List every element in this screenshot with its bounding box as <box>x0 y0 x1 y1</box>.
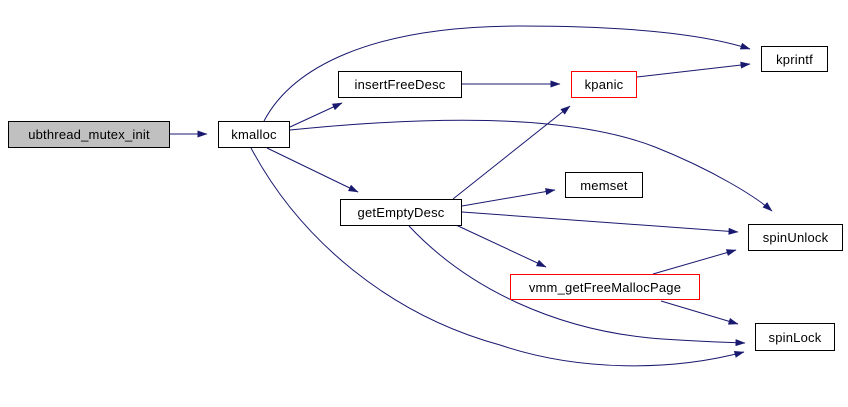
node-memset[interactable]: memset <box>565 172 643 198</box>
edge-kmalloc-kprintf <box>263 25 751 122</box>
edge-kmalloc-insertFreeDesc <box>289 102 343 128</box>
node-kprintf[interactable]: kprintf <box>761 46 828 72</box>
node-spinLock[interactable]: spinLock <box>755 323 835 351</box>
edge-vmm_getFreeMallocPage-spinUnlock <box>652 249 737 275</box>
edge-kmalloc-spinLock <box>250 147 745 367</box>
edge-vmm_getFreeMallocPage-spinLock <box>660 300 739 325</box>
node-getEmptyDesc[interactable]: getEmptyDesc <box>340 199 462 226</box>
edge-getEmptyDesc-memset <box>461 188 556 207</box>
edge-kmalloc-getEmptyDesc <box>266 147 359 193</box>
edge-getEmptyDesc-kpanic <box>452 105 571 200</box>
node-ubthread_mutex_init: ubthread_mutex_init <box>8 121 170 148</box>
node-kmalloc[interactable]: kmalloc <box>218 121 290 148</box>
node-kpanic[interactable]: kpanic <box>571 71 637 98</box>
node-spinUnlock[interactable]: spinUnlock <box>748 224 843 251</box>
edge-kmalloc-spinUnlock <box>289 119 773 212</box>
node-insertFreeDesc[interactable]: insertFreeDesc <box>338 71 462 98</box>
edge-getEmptyDesc-spinUnlock <box>461 211 739 235</box>
edge-getEmptyDesc-spinLock <box>408 225 746 347</box>
edge-kpanic-kprintf <box>636 61 751 78</box>
edge-getEmptyDesc-vmm_getFreeMallocPage <box>455 224 547 268</box>
node-vmm_getFreeMallocPage[interactable]: vmm_getFreeMallocPage <box>510 274 700 300</box>
